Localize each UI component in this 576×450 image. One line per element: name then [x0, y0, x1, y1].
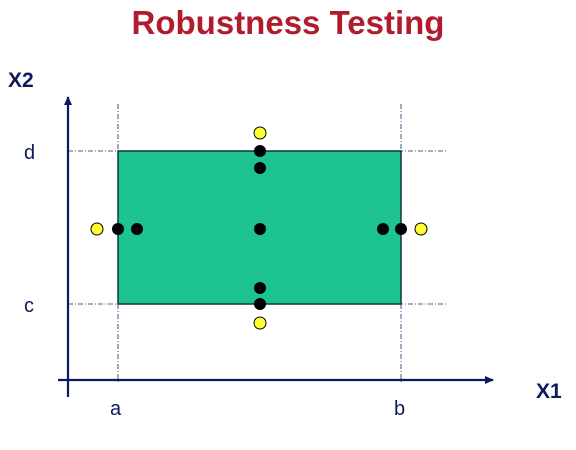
y-axis-name: X2: [8, 69, 34, 92]
label-d: d: [24, 142, 35, 164]
test-point-nominal: [254, 223, 266, 235]
page-title: Robustness Testing: [131, 4, 445, 41]
robust-point-above-d: [253, 126, 267, 140]
x-axis-name: X1: [536, 380, 562, 403]
test-point-b: [395, 223, 407, 235]
test-point-d: [254, 145, 266, 157]
robust-point-below-c: [253, 316, 267, 330]
test-point-b-minus: [377, 223, 389, 235]
test-point-a: [112, 223, 124, 235]
test-point-c: [254, 298, 266, 310]
test-point-c-plus: [254, 282, 266, 294]
test-point-a-plus: [131, 223, 143, 235]
robust-point-above-b: [414, 222, 428, 236]
label-a: a: [110, 398, 122, 420]
label-b: b: [394, 398, 405, 420]
robust-point-below-a: [90, 222, 104, 236]
test-point-d-minus: [254, 162, 266, 174]
label-c: c: [24, 295, 34, 317]
